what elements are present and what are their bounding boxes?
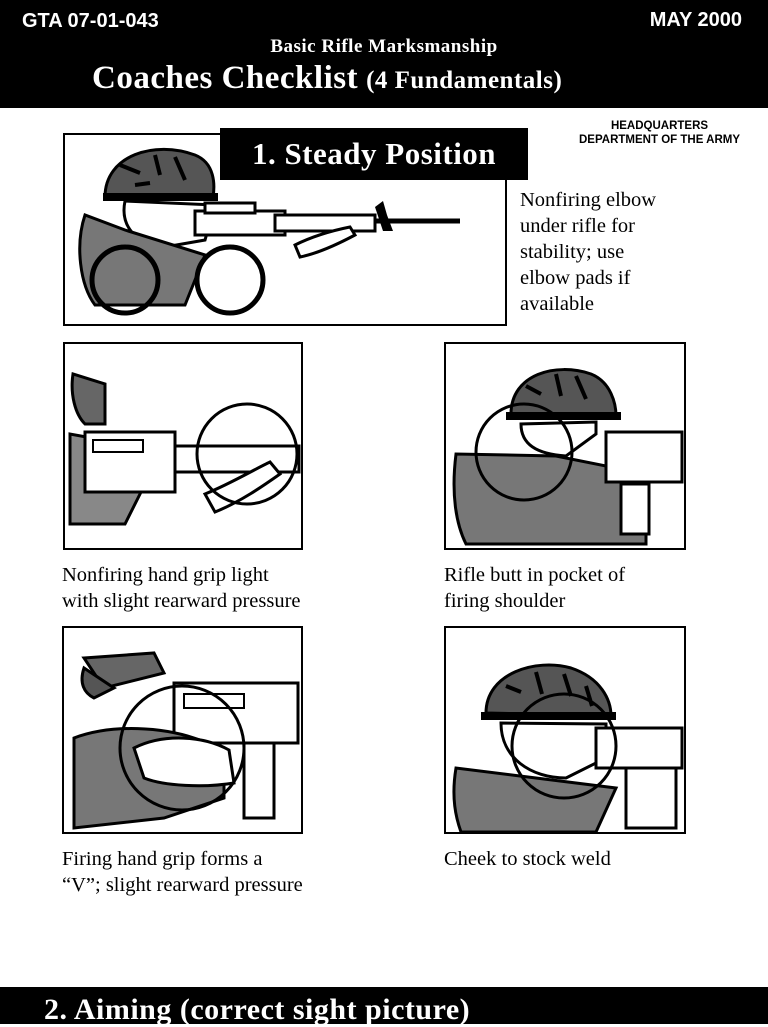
intro-caption: Nonfiring elbow under rifle for stabilit… [520,187,656,317]
firing-hand-drawing [72,651,300,830]
document-title-suffix: (4 Fundamentals) [366,67,563,94]
cheek-weld-drawing [452,663,684,832]
publication-date: MAY 2000 [649,9,742,31]
document-title: Coaches Checklist (4 Fundamentals) [92,60,562,97]
intro-caption-line: stability; use [520,241,625,263]
section-2-band: 2. Aiming (correct sight picture) [0,987,768,1026]
illustration-cheek-stock-weld [444,626,686,834]
section-1-label: 1. Steady Position [220,128,528,180]
intro-caption-line: under rifle for [520,215,635,237]
gta-code: GTA 07-01-043 [22,10,159,32]
header-band: GTA 07-01-043 MAY 2000 Basic Rifle Marks… [0,0,768,108]
illustration-firing-hand-grip [62,626,303,834]
soldier-prone-drawing [78,147,460,316]
caption-cheek-stock-weld: Cheek to stock weld [444,846,611,872]
caption-line: with slight rearward pressure [62,590,301,612]
caption-nonfiring-hand-grip: Nonfiring hand grip light with slight re… [62,562,301,614]
caption-line: firing shoulder [444,590,566,612]
authority-line-2: DEPARTMENT OF THE ARMY [579,134,740,146]
caption-line: Rifle butt in pocket of [444,564,626,586]
intro-caption-line: Nonfiring elbow [520,189,657,211]
rifle-butt-drawing [452,368,684,546]
caption-line: Cheek to stock weld [444,848,611,870]
document-subtitle: Basic Rifle Marksmanship [270,36,498,57]
illustration-nonfiring-hand-grip [63,342,303,550]
caption-line: Firing hand grip forms a [62,848,263,870]
hand-grip-drawing [68,372,301,526]
document-title-main: Coaches Checklist [92,60,359,96]
caption-rifle-butt: Rifle butt in pocket of firing shoulder [444,562,625,614]
section-2-label: 2. Aiming (correct sight picture) [44,993,471,1026]
intro-caption-line: available [520,293,594,315]
caption-line: “V”; slight rearward pressure [62,874,303,896]
illustration-rifle-butt-shoulder [444,342,686,550]
authority-line-1: HEADQUARTERS [610,120,709,132]
authority-block: HEADQUARTERS DEPARTMENT OF THE ARMY [579,119,740,147]
intro-caption-line: elbow pads if [520,267,631,289]
caption-line: Nonfiring hand grip light [62,564,269,586]
caption-firing-hand-grip: Firing hand grip forms a “V”; slight rea… [62,846,303,898]
